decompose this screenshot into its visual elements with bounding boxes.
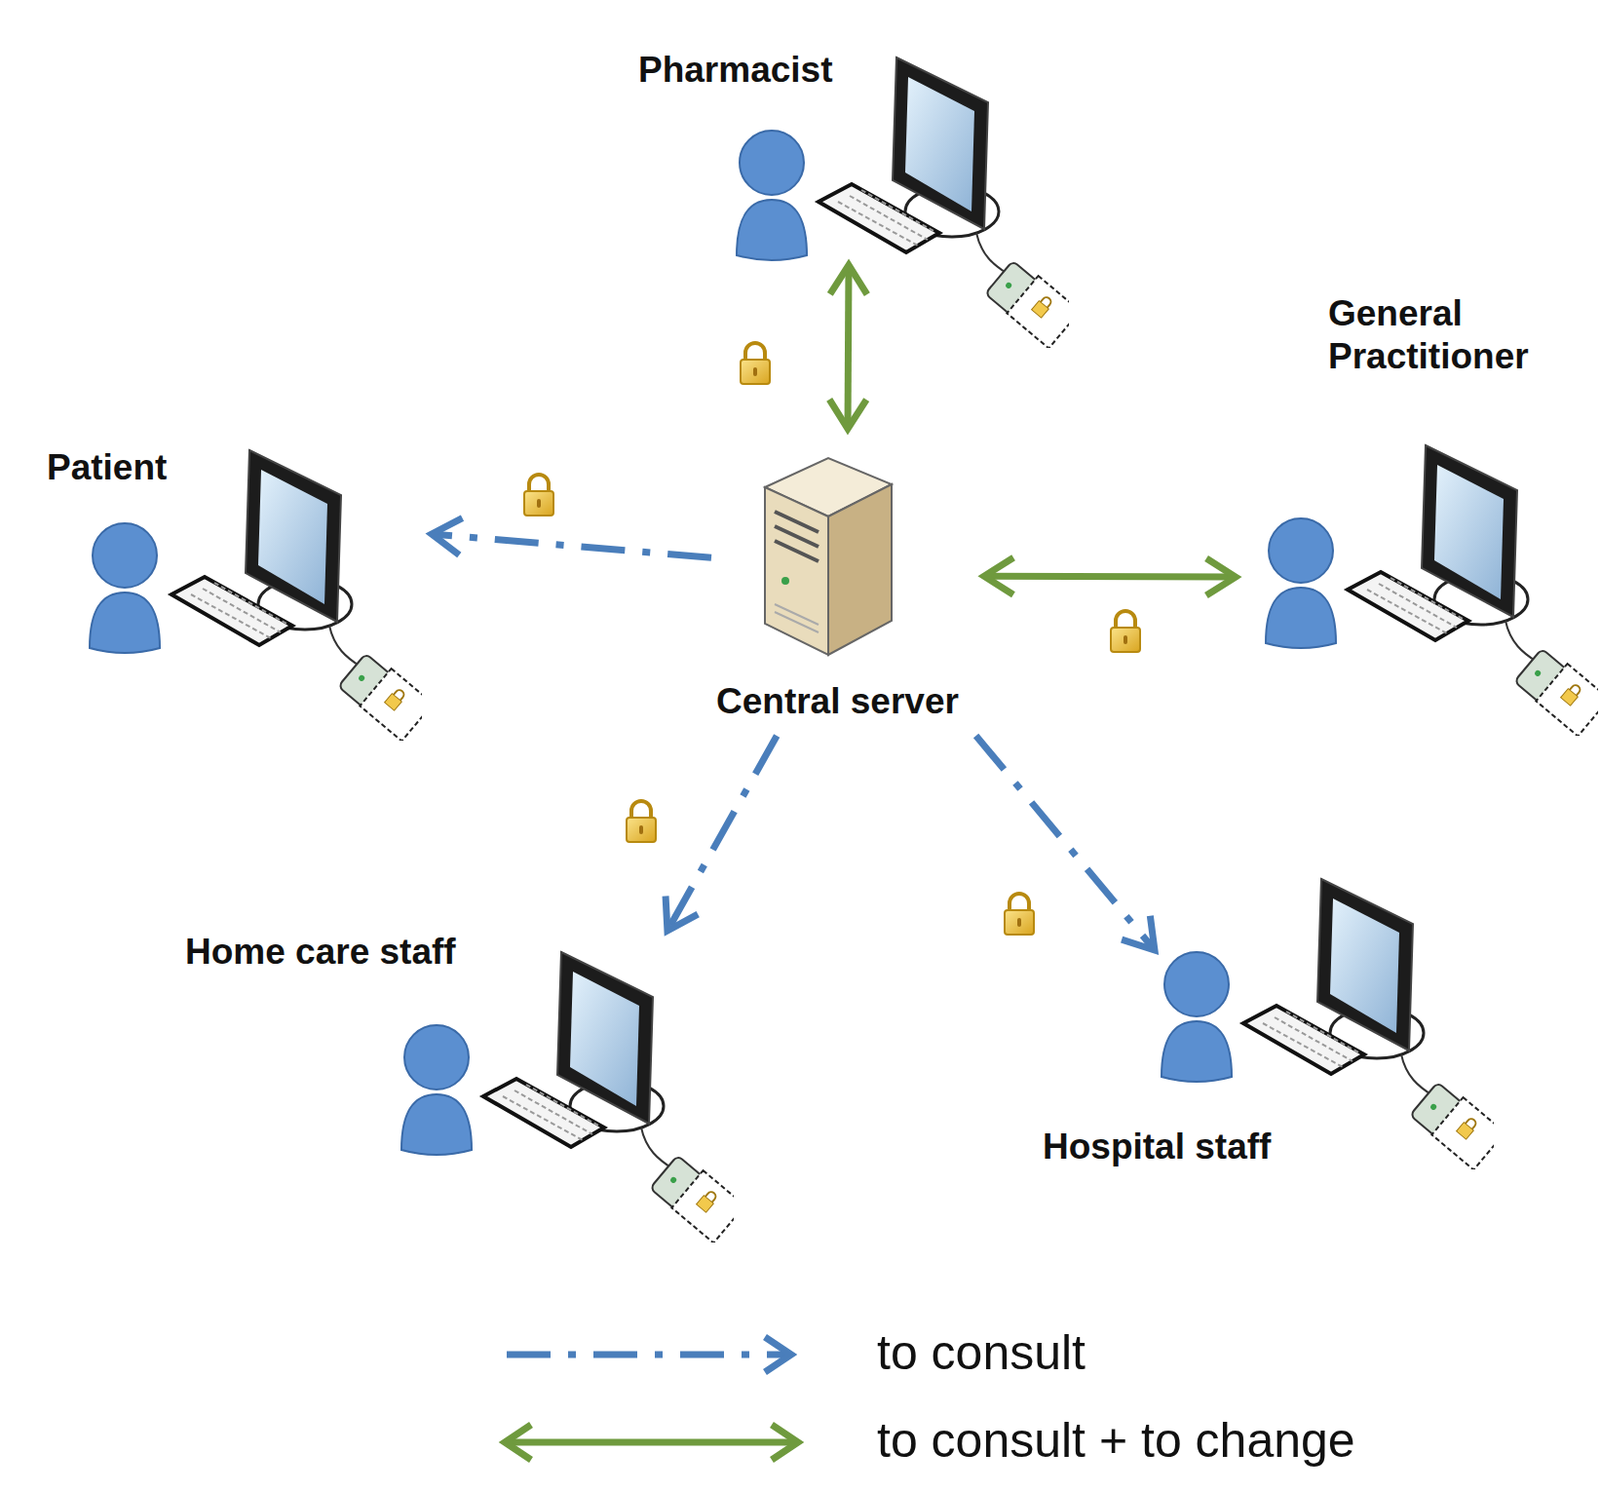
arrow-head: [1121, 915, 1155, 951]
legend-consult-sample: [506, 1336, 792, 1372]
lock-icon: [1004, 893, 1034, 935]
gp-computer: [1265, 445, 1600, 736]
arrow-head: [984, 557, 1014, 595]
change-connector: [829, 265, 868, 429]
home-care-computer: [401, 952, 745, 1243]
actor-node: Patient: [46, 446, 432, 739]
change-connector: [984, 557, 1236, 596]
actor-node: General Practitioner: [1235, 292, 1599, 741]
legend-text: to consult: [876, 1323, 1086, 1382]
patient-computer: [89, 450, 433, 741]
node-label: Central server: [716, 680, 959, 724]
arrow-head: [665, 896, 698, 931]
connector-line: [431, 533, 712, 558]
node-label: Pharmacist: [638, 48, 834, 92]
consult-connector: [431, 518, 712, 559]
lock-icon: [1110, 610, 1141, 652]
legend-change-sample: [504, 1424, 799, 1460]
arrow-head: [431, 518, 462, 556]
node-label: Hospital staff: [1042, 1125, 1271, 1169]
server-icon: [764, 457, 892, 655]
legend-text: to consult + to change: [876, 1410, 1356, 1470]
actor-node: Pharmacist: [638, 48, 1077, 266]
connector-line: [984, 572, 1236, 581]
arrow-head: [830, 265, 868, 295]
connector-line: [847, 265, 849, 429]
connector-line: [976, 735, 1155, 951]
actor-node: Hospital staff: [1042, 950, 1506, 1180]
lock-icon: [524, 474, 554, 516]
consult-connector: [665, 735, 777, 931]
node-label: General Practitioner: [1328, 292, 1592, 380]
node-label: Patient: [46, 446, 167, 490]
consult-connector: [976, 735, 1155, 951]
node-label: Home care staff: [185, 930, 457, 974]
connector-line: [667, 735, 777, 931]
arrow-head: [829, 399, 867, 429]
actor-node: Home care staff: [185, 930, 736, 1233]
pharmacist-computer: [736, 57, 1080, 348]
lock-icon: [626, 800, 656, 842]
hospital-computer: [1161, 878, 1505, 1170]
arrow-head: [1206, 558, 1236, 596]
actor-node: Central server: [711, 428, 985, 736]
lock-icon: [740, 342, 770, 384]
